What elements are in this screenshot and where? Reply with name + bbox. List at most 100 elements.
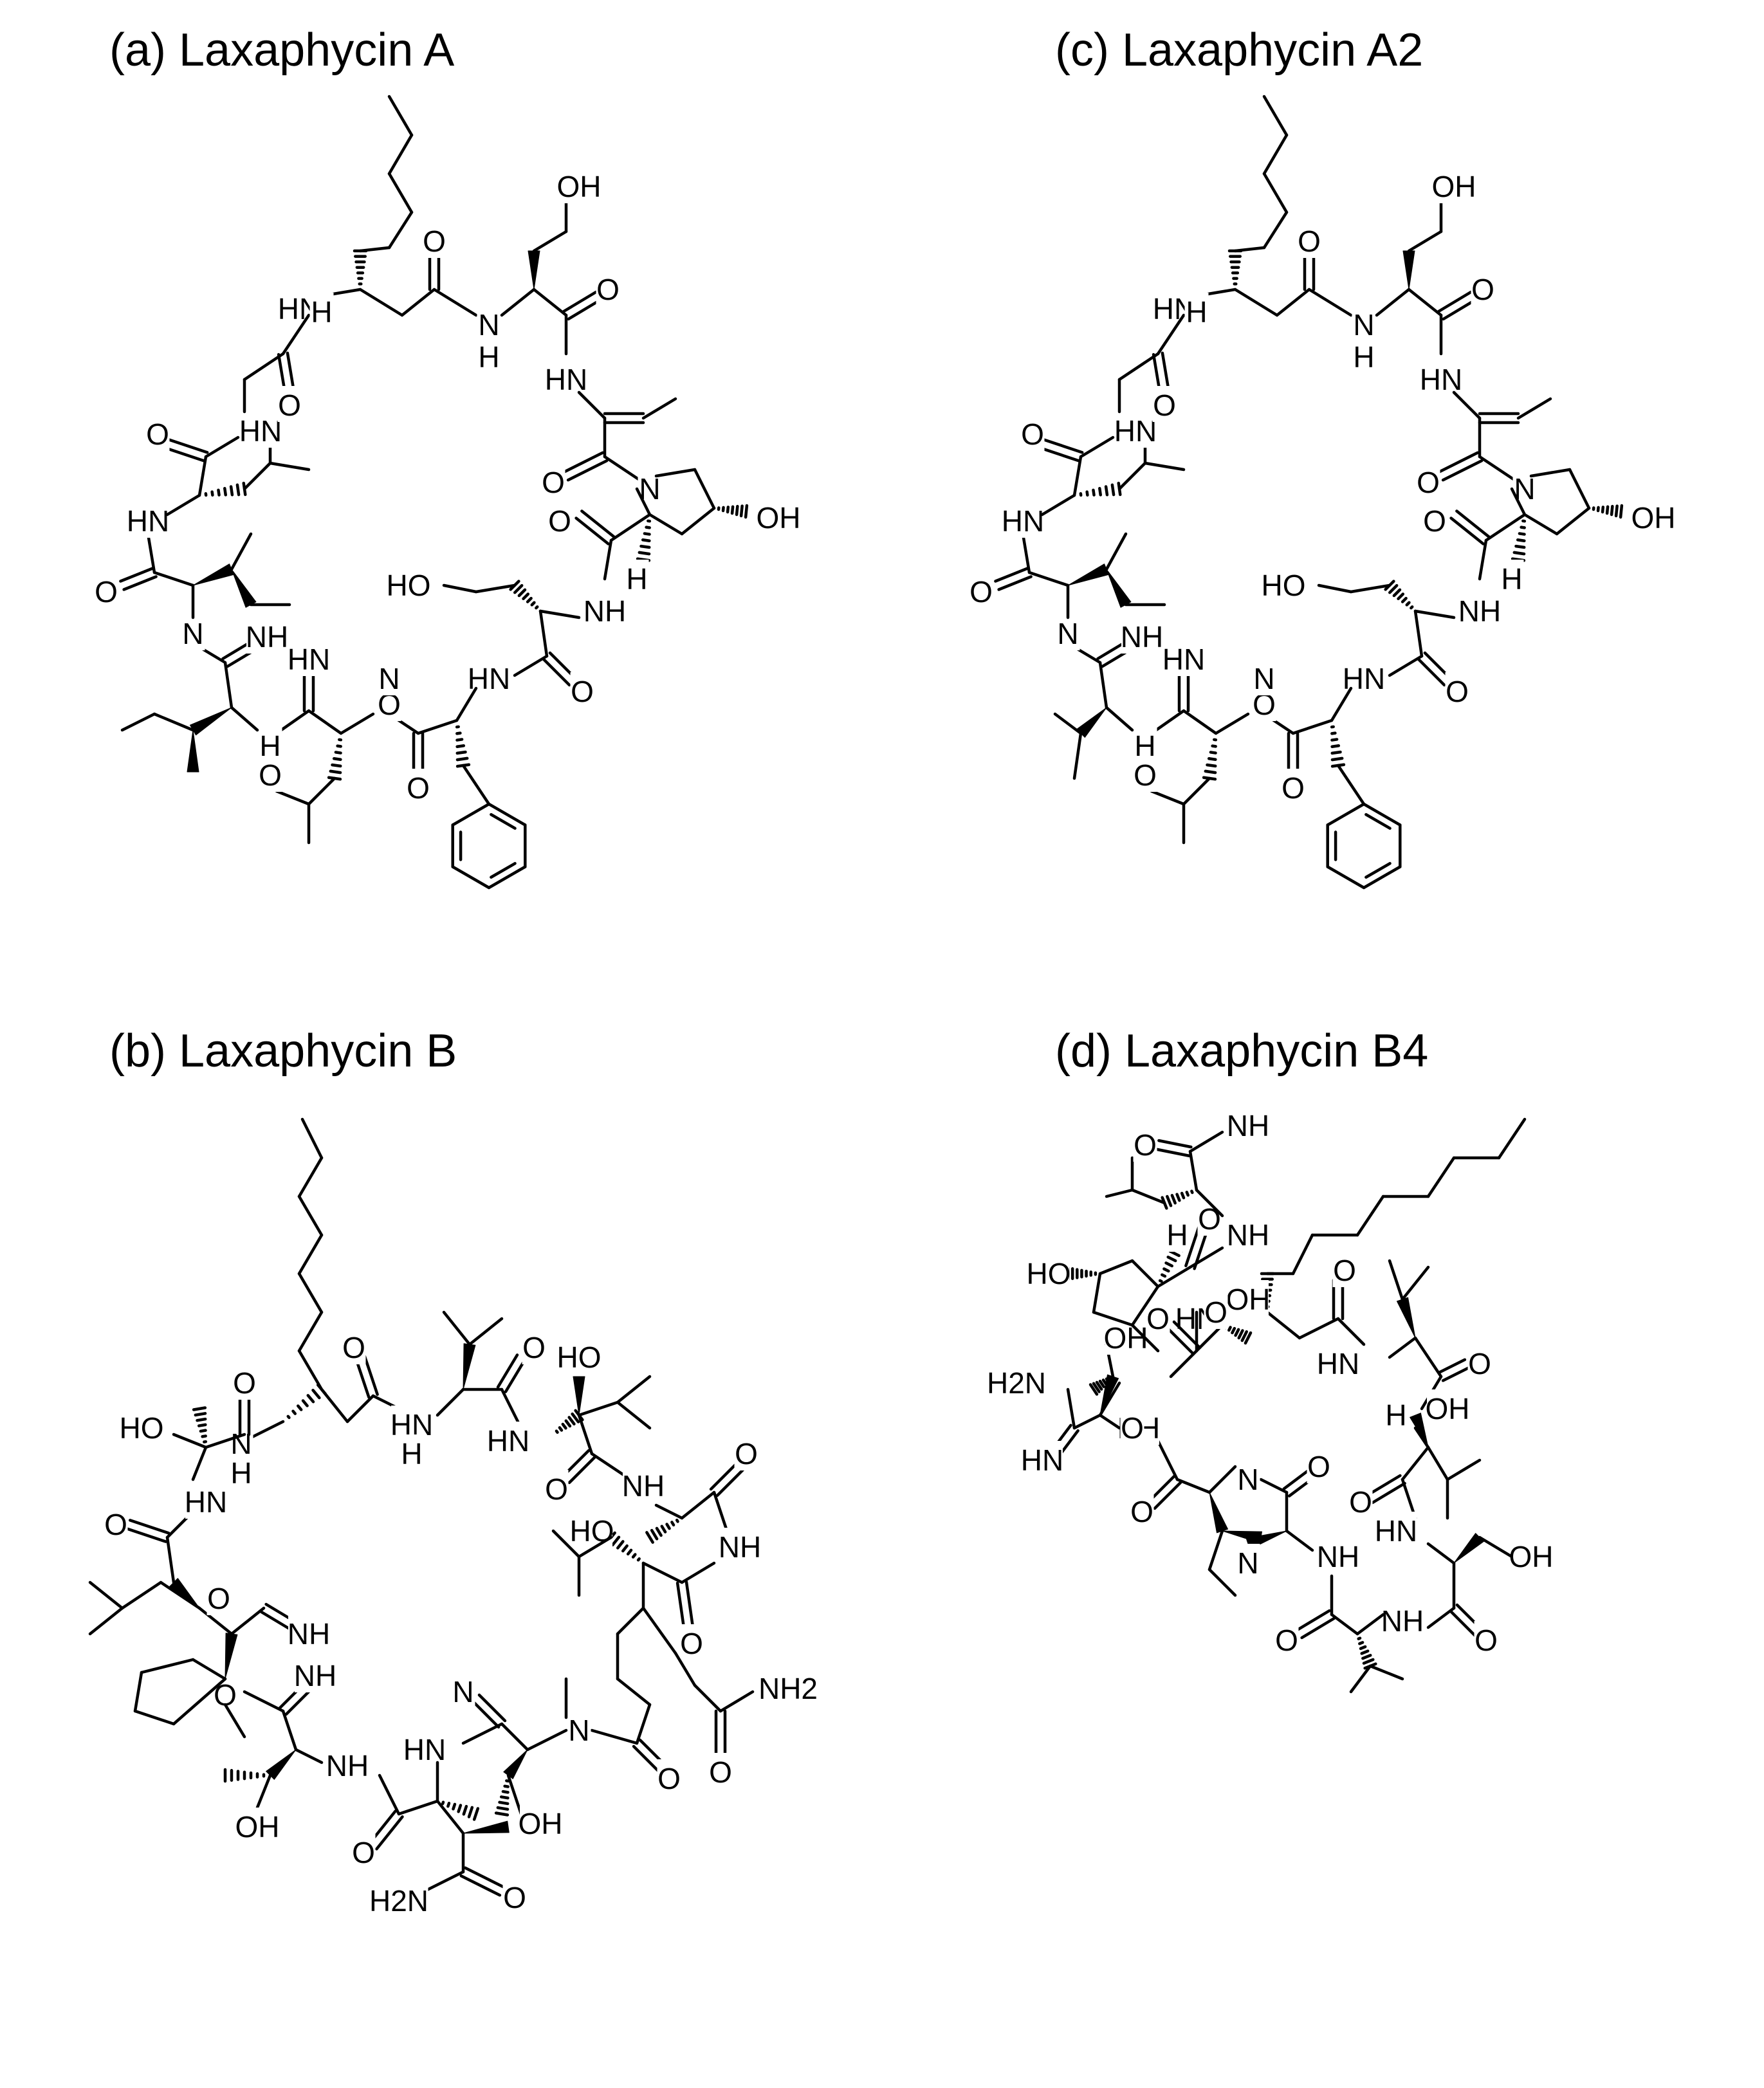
atom-label-bg [1307, 1447, 1331, 1483]
stereo-hash [1110, 483, 1116, 497]
atom-label-bg [1020, 415, 1045, 451]
double-bond-line [1166, 1326, 1195, 1356]
stereo-hash [286, 1415, 291, 1420]
bond-line [1401, 1445, 1430, 1481]
stereo-wedge [463, 1343, 476, 1390]
atom-label: O [259, 758, 282, 792]
atom-label-bg [342, 1328, 366, 1364]
atom-label-bg [1332, 1251, 1357, 1287]
bond-line [490, 813, 517, 830]
stereo-hash [1330, 731, 1337, 735]
atom-label-bg [207, 1579, 231, 1615]
bond-line [680, 1561, 716, 1584]
bond-line [88, 1606, 124, 1636]
bond-line [152, 712, 195, 732]
bond-line [88, 1580, 124, 1610]
atom-label: O [352, 1836, 375, 1869]
atom-label: O [1446, 675, 1469, 708]
bond-line [577, 1400, 620, 1417]
bond-line [1188, 1246, 1224, 1269]
bond-line [1130, 1188, 1166, 1205]
bond-line [616, 1400, 652, 1430]
atom-label-bg [1204, 1293, 1228, 1329]
atom-label-bg [546, 360, 587, 396]
bond-line [204, 435, 240, 459]
stereo-hash [1360, 1649, 1370, 1655]
atom-label: N [1353, 308, 1374, 342]
bond-line [1355, 1613, 1385, 1636]
bond-line [1156, 313, 1186, 356]
stereo-hash [638, 551, 651, 556]
atom-label: OH [1426, 1392, 1470, 1425]
atom-label-bg [1633, 499, 1674, 535]
stereo-hash [446, 1802, 451, 1808]
bond-line [1568, 468, 1591, 510]
atom-label: O [709, 1755, 732, 1789]
atom-label: H [478, 340, 499, 374]
bond-line [1156, 1265, 1192, 1288]
stereo-hash [645, 1531, 654, 1544]
atom-label-bg [625, 560, 649, 596]
atom-label-bg [277, 386, 302, 422]
bond-line [400, 288, 436, 317]
bond-line [1497, 1117, 1527, 1160]
bond-line [1098, 1413, 1121, 1430]
atom-label-bg [1133, 1126, 1157, 1162]
bond-line [461, 764, 491, 806]
stereo-hash [1237, 1329, 1244, 1340]
bond-line [577, 1413, 594, 1456]
bond-line [159, 1580, 201, 1610]
atom-label-bg [623, 1467, 664, 1503]
atom-label-bg [1274, 1621, 1299, 1657]
bond-line [532, 230, 568, 253]
atom-label: HO [120, 1411, 164, 1445]
bond-line [500, 288, 536, 317]
atom-label-bg [422, 222, 446, 258]
bond-line [693, 1683, 722, 1713]
bond-line [275, 789, 311, 806]
bond-line [1233, 288, 1279, 317]
stereo-hash [571, 1412, 580, 1424]
bond-line [1208, 1465, 1237, 1494]
atom-label: NH [1317, 1540, 1359, 1573]
atom-label: O [146, 417, 169, 451]
stereo-hash [1085, 490, 1089, 497]
stereo-wedge [1396, 1297, 1416, 1339]
stereo-hash [455, 731, 462, 735]
stereo-wedge [189, 707, 232, 736]
atom-label-bg [1002, 502, 1043, 538]
double-bond-line [504, 1358, 527, 1393]
bond-line [1105, 706, 1134, 732]
bond-line [198, 1606, 234, 1636]
atom-label: HN [239, 414, 282, 448]
atom-label-bg [1236, 1544, 1260, 1580]
stereo-hash [1520, 526, 1526, 529]
bond-line [1182, 776, 1211, 806]
double-bond-line [1442, 298, 1477, 321]
bond-line [307, 776, 336, 806]
bond-line [307, 709, 343, 735]
bond-line [1330, 1613, 1359, 1636]
bond-line [1143, 461, 1186, 472]
stereo-hash [670, 1521, 675, 1527]
stereo-hash [1180, 1191, 1186, 1200]
atom-label: HN [1317, 1347, 1359, 1380]
bond-line [513, 654, 549, 677]
bond-line [538, 609, 549, 658]
atom-label-bg [1352, 338, 1376, 374]
atom-label: O [1198, 1202, 1221, 1236]
stereo-hash [501, 1790, 510, 1794]
atom-label-bg [1427, 1389, 1468, 1425]
atom-label-bg [584, 592, 625, 628]
stereo-hash [1518, 532, 1526, 536]
atom-label-bg [240, 412, 281, 448]
bond-line [1317, 583, 1353, 594]
stereo-wedge [1067, 563, 1109, 586]
bond-line [1375, 288, 1411, 317]
atom-label-bg [288, 1615, 329, 1651]
bond-line [1275, 288, 1311, 317]
stereo-hash [462, 1804, 468, 1816]
atom-label-bg [1422, 502, 1447, 538]
stereo-hash [1101, 1378, 1108, 1386]
bond-line [1182, 709, 1218, 735]
